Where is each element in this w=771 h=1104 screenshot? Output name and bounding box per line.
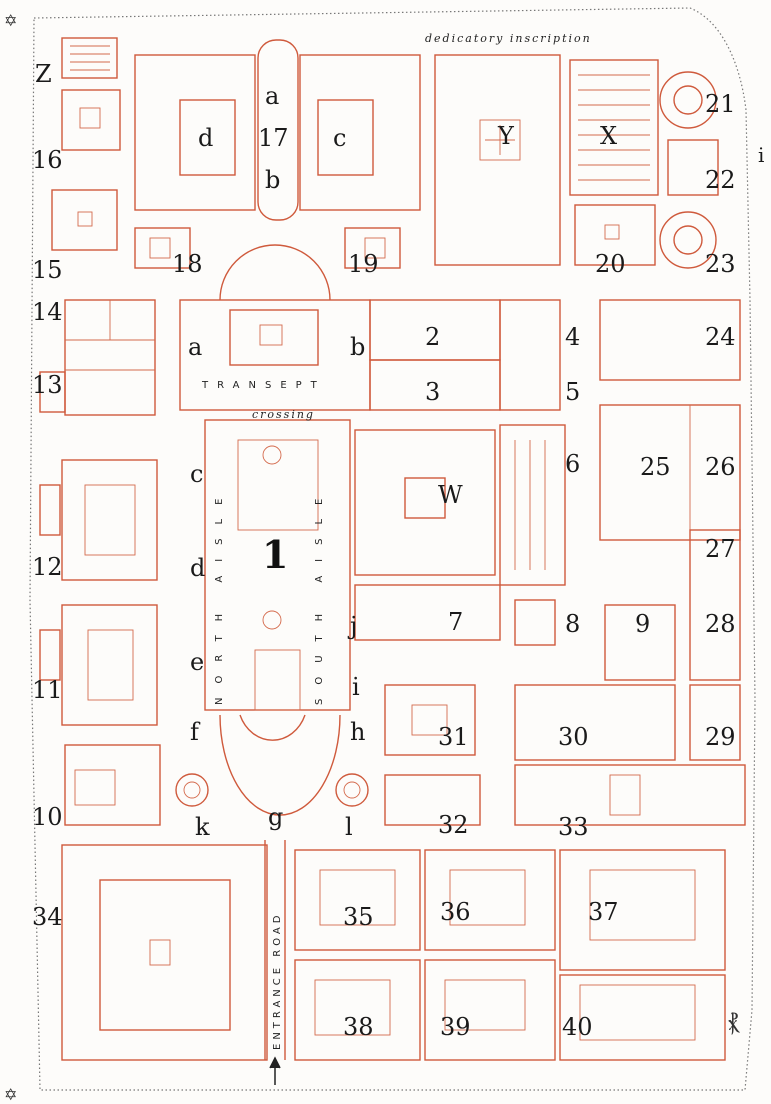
label-23: 23 [705,250,736,278]
label-27: 27 [705,535,736,563]
label-26: 26 [705,453,736,481]
gardens [434,54,719,269]
label-24: 24 [705,323,736,351]
label-21: 21 [705,90,736,118]
label-15: 15 [32,256,63,284]
label-40: 40 [562,1013,593,1041]
label-16: 16 [32,146,63,174]
label-f: f [190,718,201,746]
label-top-a: a [265,82,279,110]
dedicatory-inscription: dedicatory inscription [425,32,592,45]
label-19: 19 [348,250,379,278]
label-13: 13 [32,371,63,399]
label-8: 8 [565,610,580,638]
label-top-d: d [198,124,213,152]
label-c: c [190,460,203,488]
label-37: 37 [588,898,619,926]
star-top-left-icon: ✡ [4,13,17,30]
label-39: 39 [440,1013,471,1041]
label-17: 17 [258,124,289,152]
crossing-label: crossing [252,408,315,421]
label-7: 7 [448,608,463,636]
label-28: 28 [705,610,736,638]
label-2: 2 [425,323,440,351]
label-e: e [190,648,204,676]
label-33: 33 [558,813,589,841]
label-5: 5 [565,378,580,406]
star-bottom-left-icon: ✡ [4,1087,17,1104]
label-20: 20 [595,250,626,278]
label-side-i: i [758,143,764,167]
label-h: h [350,718,365,746]
north-aisle-label: NORTH AISLE [214,485,225,705]
label-W: W [438,481,463,509]
parchment-border [29,7,756,1091]
label-X: X [600,122,617,150]
label-12: 12 [32,553,63,581]
label-3: 3 [425,378,440,406]
label-30: 30 [558,723,589,751]
label-35: 35 [343,903,374,931]
label-14: 14 [32,298,63,326]
label-top-b: b [265,166,280,194]
label-Z: Z [35,60,52,88]
label-11: 11 [32,676,63,704]
label-9: 9 [635,610,650,638]
label-6: 6 [565,450,580,478]
label-4: 4 [565,323,580,351]
label-1: 1 [262,532,288,577]
label-22: 22 [705,166,736,194]
label-36: 36 [440,898,471,926]
top-cloisters [134,39,421,269]
label-38: 38 [343,1013,374,1041]
label-34: 34 [32,903,63,931]
east-buildings [294,299,746,1061]
entrance-arrow-icon [269,1056,281,1085]
label-18: 18 [172,250,203,278]
label-top-c: c [333,124,346,152]
transept-label: TRANSEPT [201,380,326,391]
label-Y: Y [497,122,515,150]
label-g: g [268,803,283,831]
label-25: 25 [640,453,671,481]
buildings-left-column [39,37,268,1061]
label-b: b [350,333,365,361]
entrance-road-label: ENTRANCE ROAD [272,912,283,1050]
label-l: l [345,813,353,841]
label-10: 10 [32,803,63,831]
label-a: a [188,333,202,361]
label-i: i [352,673,360,701]
south-aisle-label: SOUTH AISLE [314,485,325,705]
label-k: k [195,813,210,841]
label-31: 31 [438,723,469,751]
label-29: 29 [705,723,736,751]
label-32: 32 [438,811,469,839]
cross-icon: ⳩ [728,1010,740,1035]
label-j: j [347,612,357,640]
label-d: d [190,554,205,582]
